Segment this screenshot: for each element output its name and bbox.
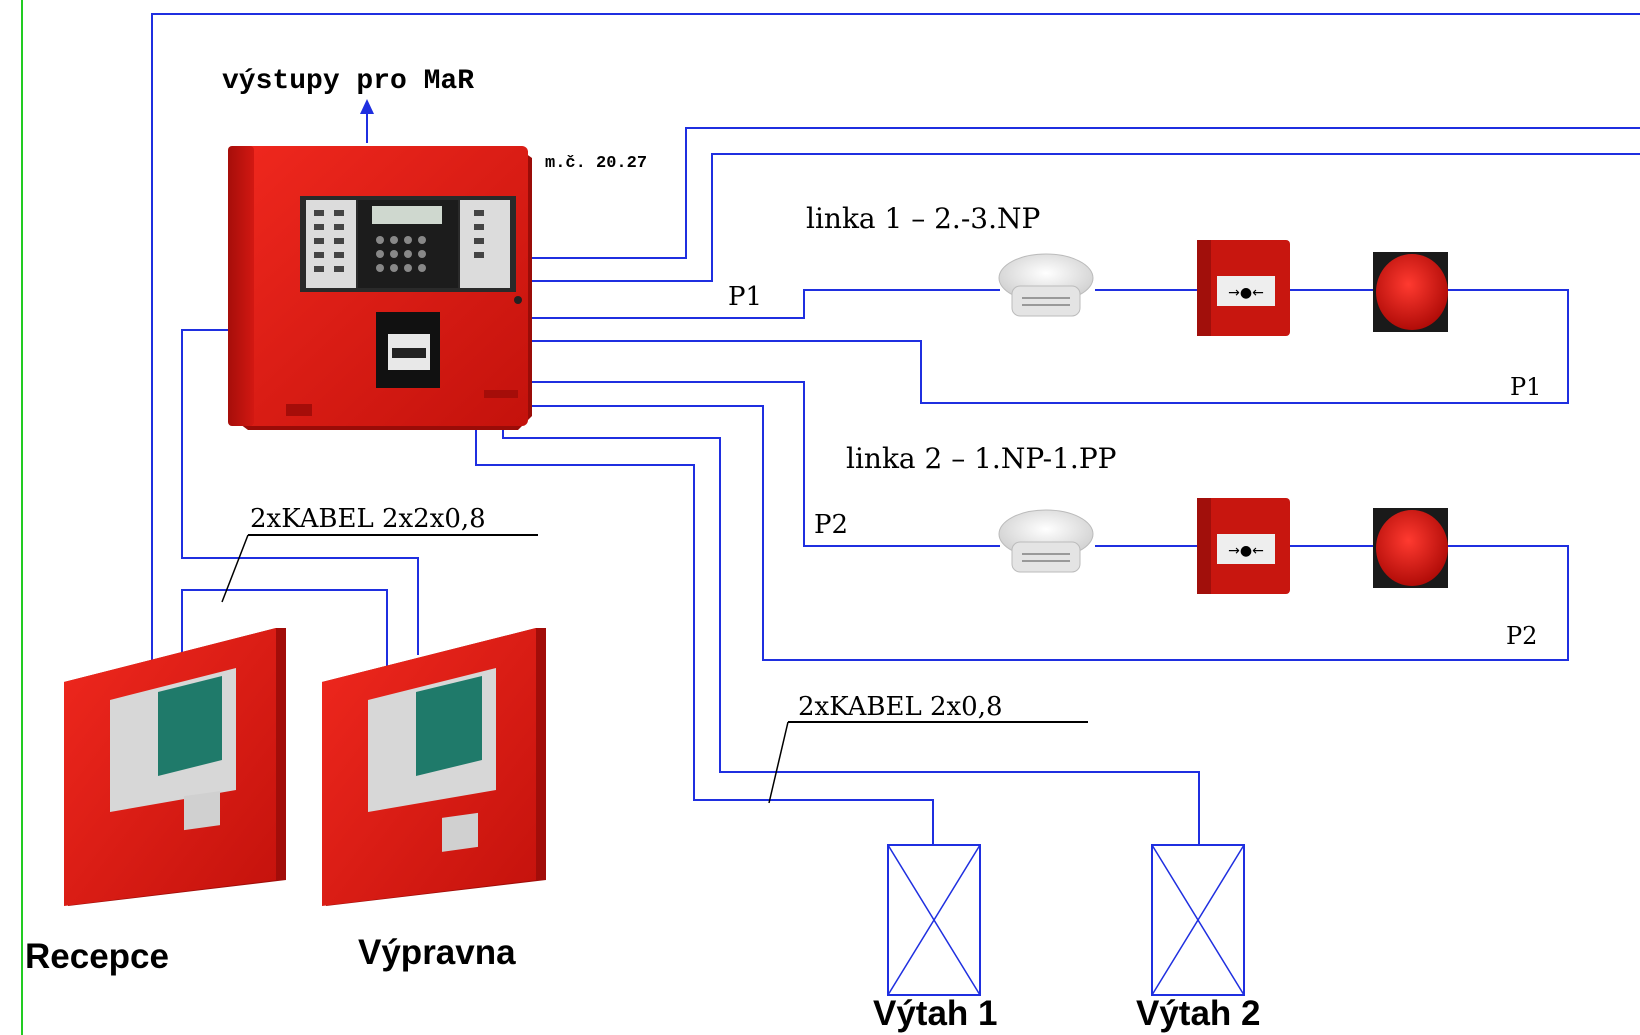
elevator-box-icon xyxy=(887,844,981,996)
elevator-box-icon xyxy=(1151,844,1245,996)
cable-panels-label: 2xKABEL 2x2x0,8 xyxy=(250,504,486,534)
fire-alarm-repeater-panel-icon xyxy=(322,628,546,906)
recepce-label: Recepce xyxy=(25,937,169,976)
wire-upper-out-1 xyxy=(532,127,1640,259)
vytah1-label: Výtah 1 xyxy=(873,994,998,1033)
svg-text:→●←: →●← xyxy=(1228,285,1264,301)
manual-call-point-icon: →●← xyxy=(1197,240,1290,336)
cable-lifts-label: 2xKABEL 2x0,8 xyxy=(798,692,1003,722)
svg-text:→●←: →●← xyxy=(1228,543,1264,559)
wire-p1-return xyxy=(532,289,1569,404)
p2-right-label: P2 xyxy=(1506,622,1537,650)
alarm-sounder-icon xyxy=(1373,508,1448,588)
fire-alarm-control-panel-icon xyxy=(228,146,532,430)
vypravna-label: Výpravna xyxy=(358,933,516,972)
p2-left-label: P2 xyxy=(814,510,848,540)
wire-p2-return xyxy=(532,405,1569,661)
arrow-up-icon xyxy=(360,99,374,143)
wire-to-vypravna xyxy=(181,329,419,655)
wire-p2-out xyxy=(532,381,1000,547)
p1-left-label: P1 xyxy=(728,282,762,312)
fire-alarm-repeater-panel-icon xyxy=(64,628,286,906)
wire-upper-out-2 xyxy=(532,153,1640,282)
alarm-sounder-icon xyxy=(1373,252,1448,332)
wire-lift-1 xyxy=(475,418,934,845)
wire-recepce-vypravna xyxy=(181,589,388,678)
vytah2-label: Výtah 2 xyxy=(1136,994,1261,1033)
wire-p1-out xyxy=(532,289,1000,319)
outputs-mar-label: výstupy pro MaR xyxy=(222,66,474,97)
line1-label: linka 1 – 2.-3.NP xyxy=(806,202,1040,235)
cable-leader-panels xyxy=(221,534,538,603)
p1-right-label: P1 xyxy=(1510,373,1541,401)
wire-lift-2 xyxy=(502,418,1200,845)
wiring xyxy=(151,13,1640,845)
line2-label: linka 2 – 1.NP-1.PP xyxy=(846,442,1117,475)
wire-recepce-top-loop xyxy=(151,13,1640,666)
smoke-detector-icon xyxy=(998,509,1094,573)
smoke-detector-icon xyxy=(998,253,1094,317)
room-number-label: m.č. 20.27 xyxy=(545,154,647,173)
cable-leader-lifts xyxy=(768,721,1088,804)
manual-call-point-icon: →●← xyxy=(1197,498,1290,594)
